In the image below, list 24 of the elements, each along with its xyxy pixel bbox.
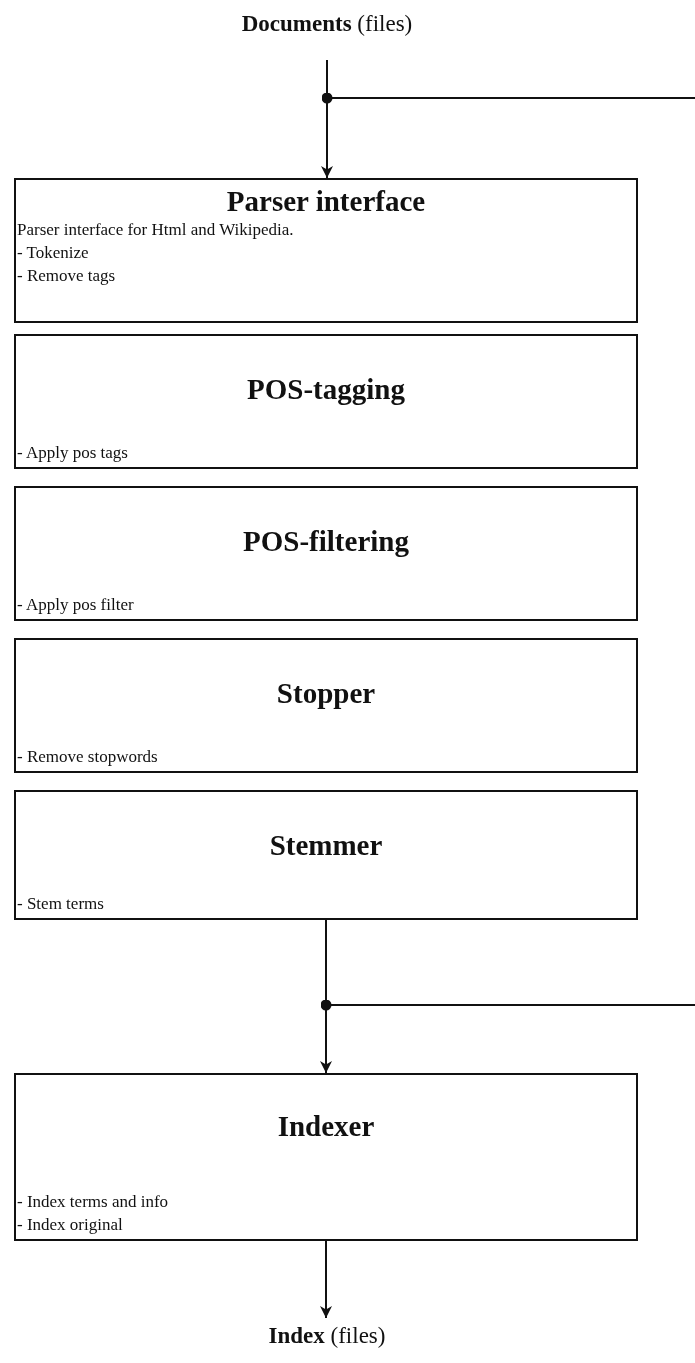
box-title: POS-tagging: [246, 372, 406, 406]
box-title: Stemmer: [268, 828, 384, 862]
list-item: - Tokenize: [16, 242, 90, 264]
io-label: Index (files): [177, 1318, 477, 1354]
arrow: [320, 1240, 332, 1319]
box-title: Indexer: [276, 1109, 376, 1143]
box-title: Stopper: [275, 676, 377, 710]
box-description: Parser interface for Html and Wikipedia.: [16, 219, 295, 241]
process-box: [14, 486, 638, 621]
box-title: POS-filtering: [242, 524, 410, 558]
list-item: - Apply pos filter: [16, 594, 135, 616]
list-item: - Stem terms: [16, 893, 105, 915]
box-title: Parser interface: [225, 184, 427, 218]
process-box: [14, 1073, 638, 1241]
process-box: [14, 638, 638, 773]
list-item: - Remove tags: [16, 265, 117, 287]
list-item: - Remove stopwords: [16, 746, 159, 768]
io-label: Documents (files): [177, 6, 477, 42]
list-item: - Index original: [16, 1214, 124, 1236]
process-box: [14, 790, 638, 920]
process-box: [14, 334, 638, 469]
list-item: - Index terms and info: [16, 1191, 170, 1213]
process-box: [14, 178, 638, 323]
list-item: - Apply pos tags: [16, 442, 129, 464]
